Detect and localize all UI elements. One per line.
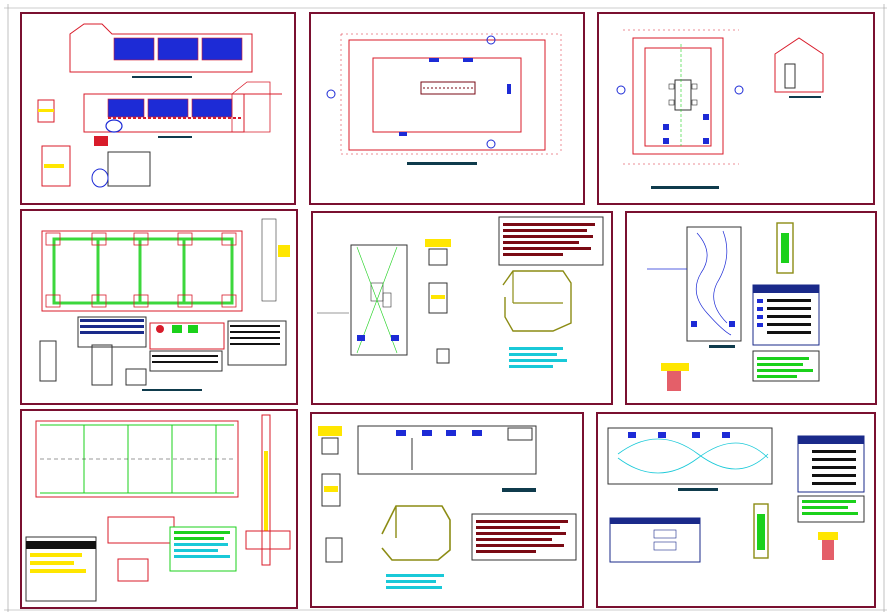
sheet-lighting-plan <box>596 412 876 608</box>
sheet-plumbing-plan <box>311 211 613 405</box>
sheet-electrical-plan <box>625 211 877 405</box>
sheet-floor-plan <box>309 12 585 205</box>
sheet-furnished-plan <box>597 12 875 205</box>
sheet-roof-framing-plan <box>20 409 298 609</box>
sheet-drainage-details <box>310 412 584 608</box>
sheet-foundation-plan <box>20 209 298 405</box>
sheet-elevations <box>20 12 296 205</box>
